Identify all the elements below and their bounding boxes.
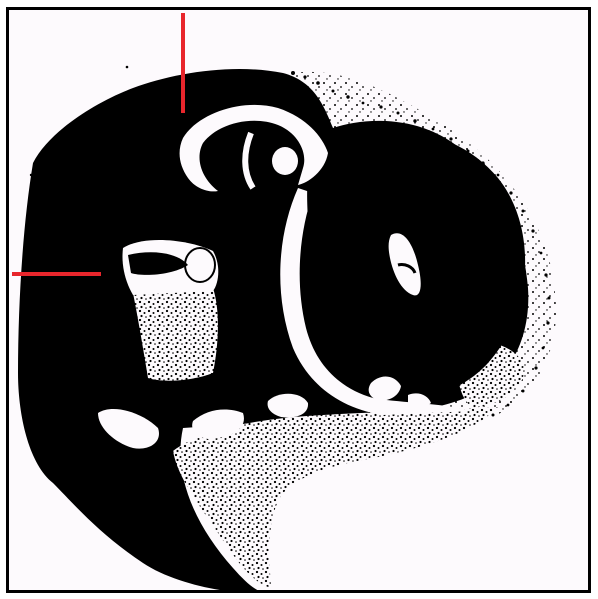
anatomical-illustration [9,10,591,593]
figure-frame [6,7,591,593]
upper-curl-nodule [272,147,298,175]
chamber-nodule [185,248,215,282]
